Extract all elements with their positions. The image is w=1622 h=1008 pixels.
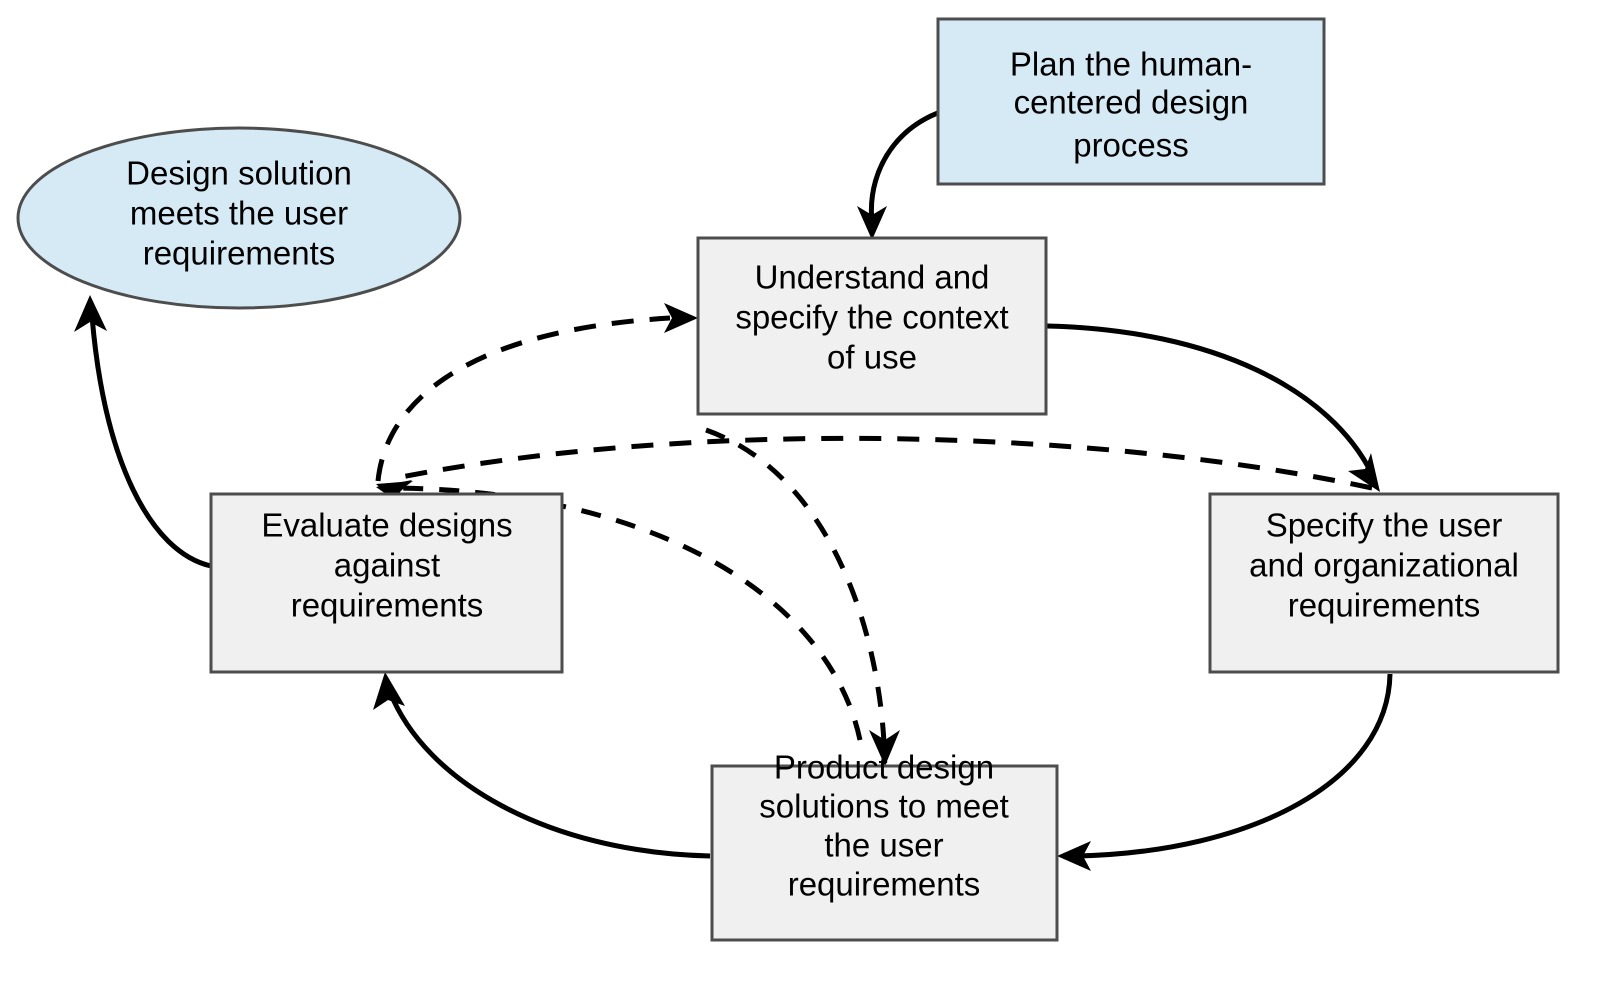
node-design-solution-meets-the-user-requirements[interactable]: Design solution meets the user requireme… — [16, 126, 462, 310]
node-satisfied-line-2: requirements — [143, 235, 336, 272]
node-requirements-line-0: Specify the user — [1266, 507, 1503, 544]
node-produce-line-3: requirements — [788, 866, 981, 903]
edge-evaluate-to-produce — [705, 427, 900, 766]
node-plan-line-2: process — [1073, 127, 1189, 164]
edge-context-to-requirements — [1046, 323, 1380, 492]
edge-requirements-to-produce — [1057, 673, 1393, 871]
node-requirements-line-1: and organizational — [1249, 547, 1519, 584]
node-requirements-line-2: requirements — [1288, 587, 1481, 624]
node-produce-line-0: Product design — [774, 749, 994, 786]
node-produce-line-2: the user — [824, 827, 943, 864]
node-evaluate-line-0: Evaluate designs — [261, 507, 512, 544]
node-context-line-1: specify the context — [735, 299, 1008, 336]
node-product-design-solutions-to-meet-the-user-requirements[interactable]: Product design solutions to meet the use… — [710, 749, 1059, 942]
node-evaluate-line-1: against — [334, 547, 440, 584]
node-understand-and-specify-the-context-of-use[interactable]: Understand and specify the context of us… — [696, 236, 1048, 416]
edge-evaluate-to-context — [375, 303, 698, 482]
node-evaluate-designs-against-requirements[interactable]: Evaluate designs against requirements — [209, 492, 564, 674]
node-plan-line-0: Plan the human- — [1010, 46, 1252, 83]
node-context-line-2: of use — [827, 339, 917, 376]
edge-produce-to-evaluate — [373, 672, 711, 859]
node-produce-line-1: solutions to meet — [759, 788, 1008, 825]
node-evaluate-line-2: requirements — [291, 587, 484, 624]
node-satisfied-line-1: meets the user — [130, 195, 348, 232]
node-satisfied-line-0: Design solution — [126, 155, 352, 192]
node-specify-the-user-and-organizational-requirements[interactable]: Specify the user and organizational requ… — [1208, 492, 1560, 674]
node-plan-line-1: centered design — [1014, 84, 1249, 121]
node-context-line-0: Understand and — [755, 259, 990, 296]
node-plan-the-human-centered-design-process[interactable]: Plan the human- centered design process — [936, 17, 1326, 186]
edge-evaluate-to-satisfied — [74, 295, 212, 569]
